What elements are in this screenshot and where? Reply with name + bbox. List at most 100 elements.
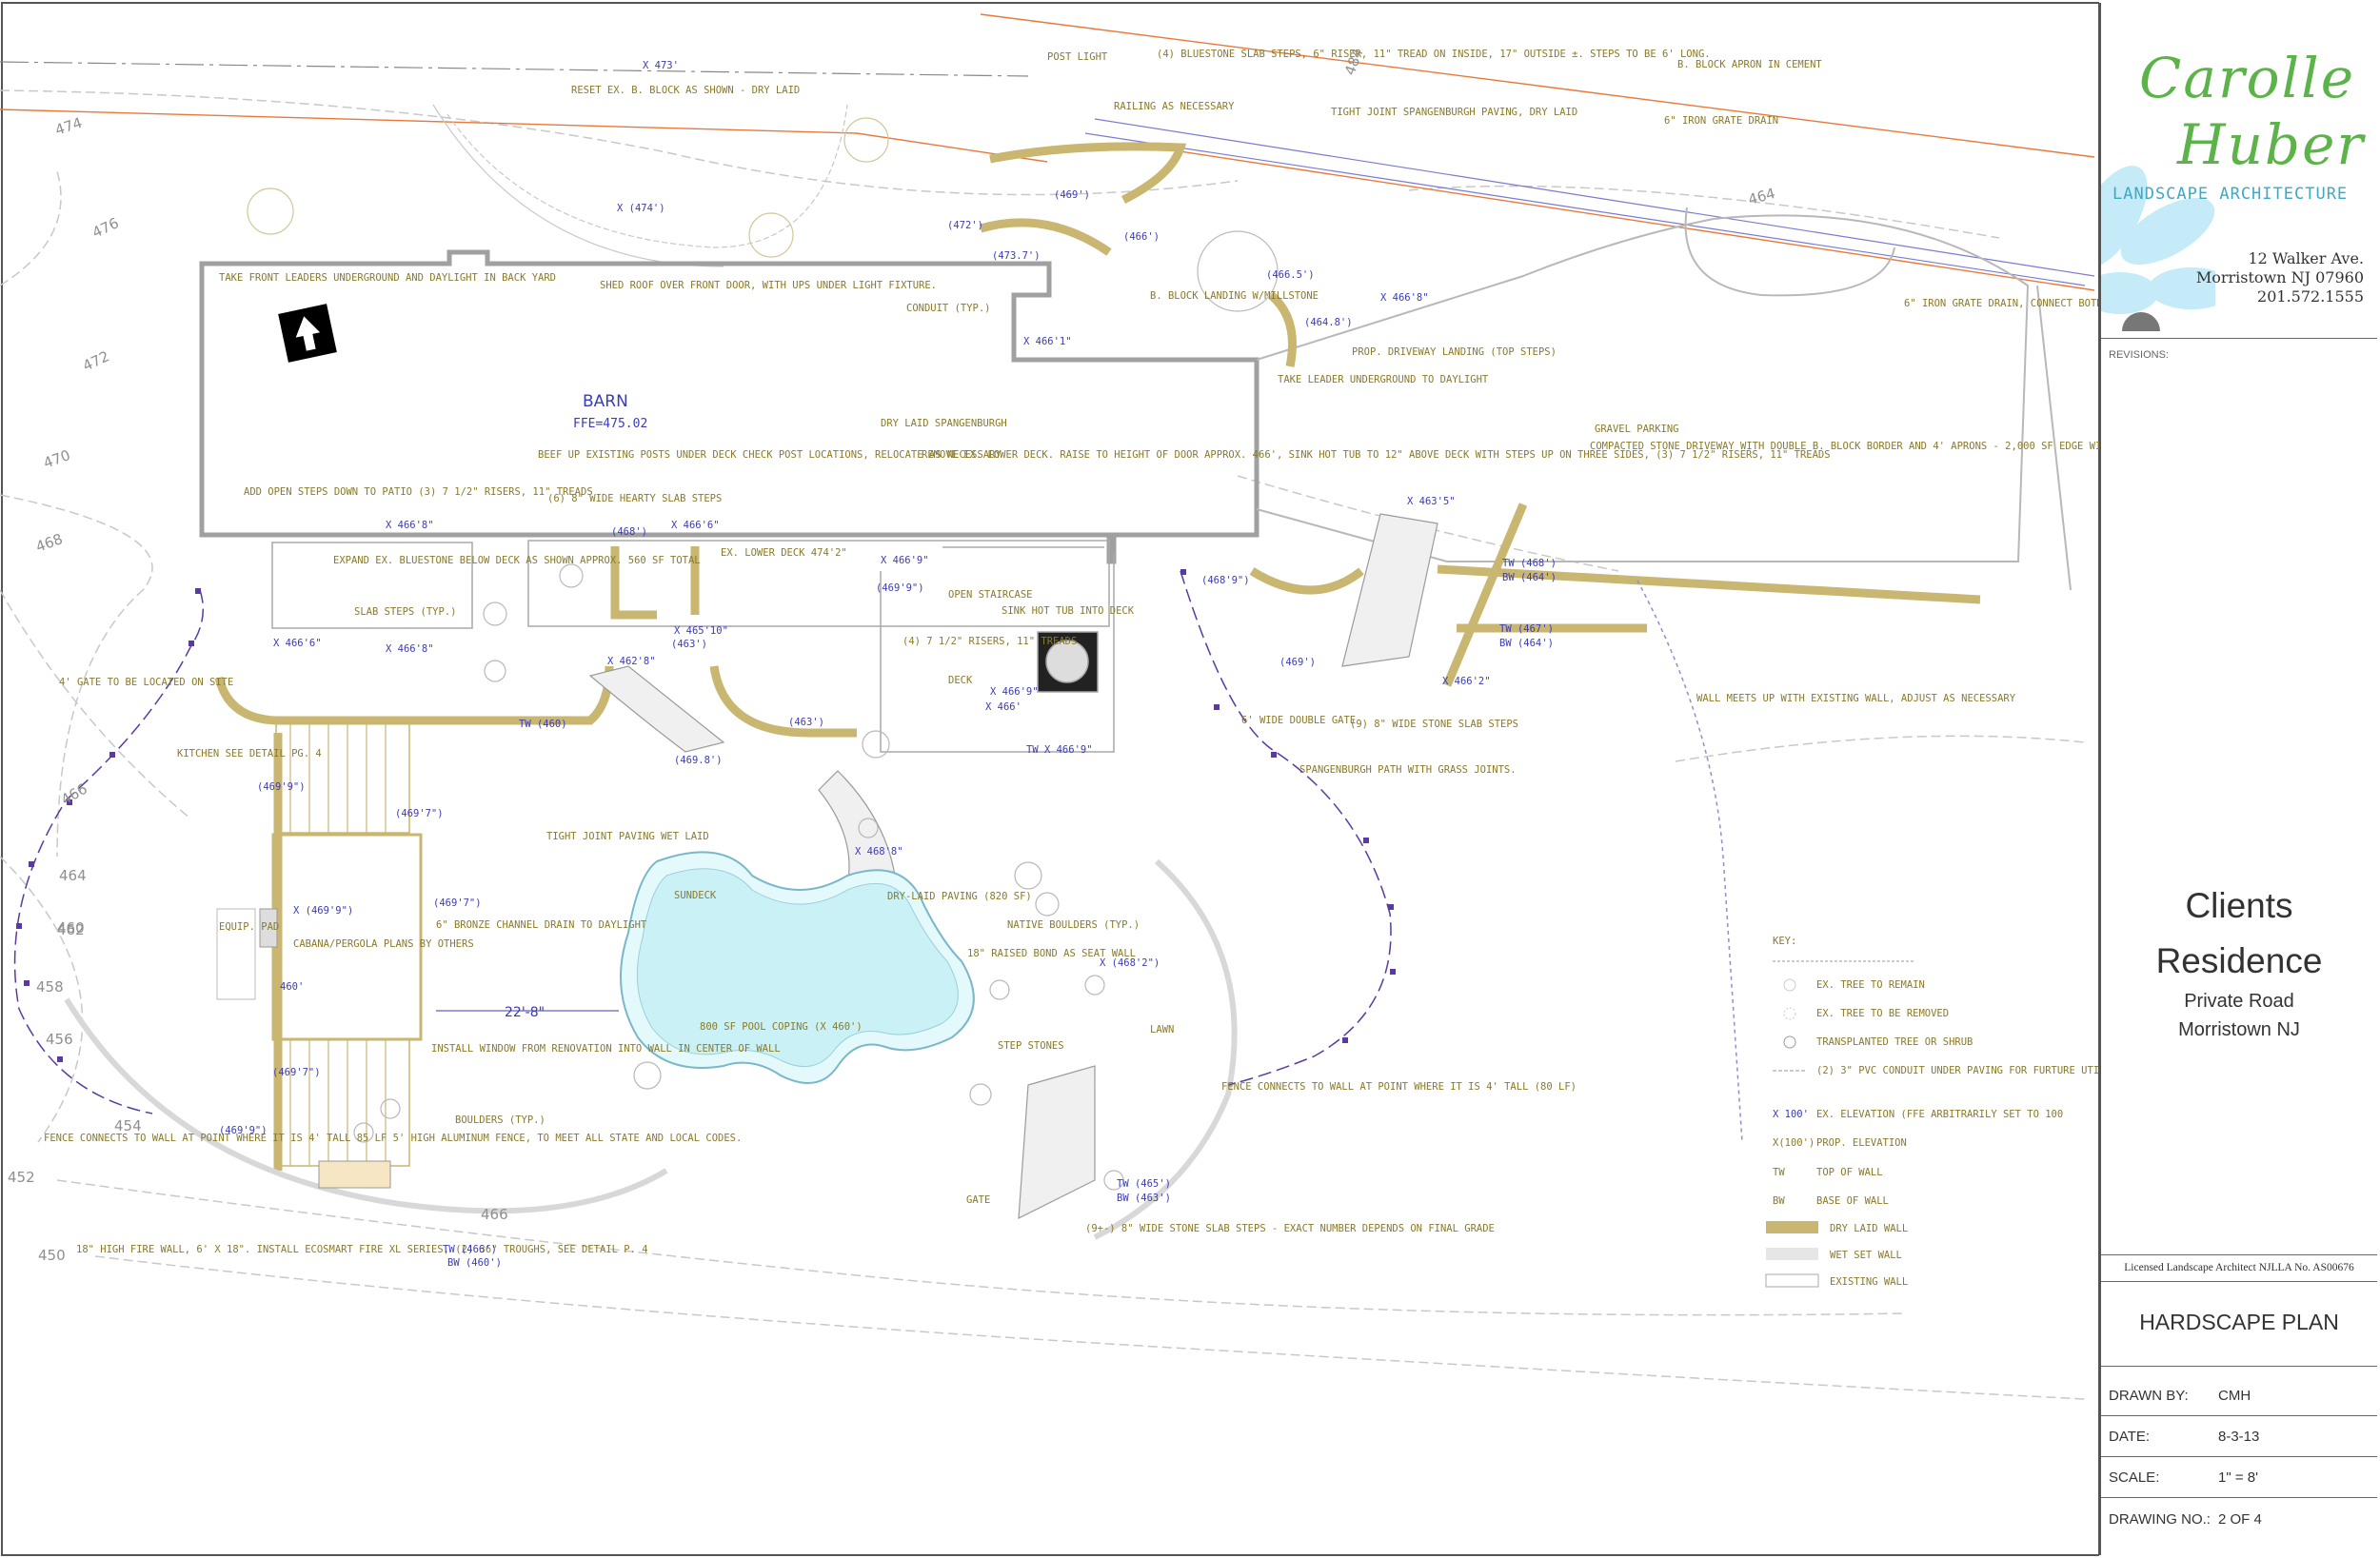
elevation: BW (460') xyxy=(447,1257,502,1269)
drawing-no-label: DRAWING NO.: xyxy=(2109,1511,2211,1528)
logo-subtitle: LANDSCAPE ARCHITECTURE xyxy=(2112,185,2349,204)
note: EQUIP. PAD xyxy=(219,921,279,933)
note: TAKE LEADER UNDERGROUND TO DAYLIGHT xyxy=(1278,374,1489,385)
client-line-1: Clients xyxy=(2185,886,2293,925)
elevation: (468') xyxy=(611,526,647,538)
elevation: (463') xyxy=(671,639,707,650)
existing-wall-swatch xyxy=(1765,1273,1819,1288)
elevation: X 463'5" xyxy=(1407,496,1456,507)
key-symbol: X(100') xyxy=(1773,1137,1815,1149)
note: TIGHT JOINT PAVING WET LAID xyxy=(546,831,709,842)
elevation: (469.8') xyxy=(674,755,723,766)
cabana-pergola xyxy=(216,722,423,1189)
key-item: EX. TREE TO BE REMOVED xyxy=(1816,1008,1949,1019)
tree-remove-icon xyxy=(1783,1007,1796,1020)
elevation: X 466'2" xyxy=(1442,676,1491,687)
elevation: BW (463') xyxy=(1117,1193,1171,1204)
note: 4' GATE TO BE LOCATED ON SITE xyxy=(59,677,233,688)
note: 800 SF POOL COPING (X 460') xyxy=(700,1021,863,1033)
deck-areas xyxy=(271,540,1115,753)
note: (4) 7 1/2" RISERS, 11" TREADS xyxy=(902,636,1077,647)
conduit-line xyxy=(1636,580,1743,1143)
note: SUNDECK xyxy=(674,890,717,901)
elevation: X 466'1" xyxy=(1023,336,1072,347)
drawn-by-value: CMH xyxy=(2218,1388,2251,1404)
plan-key: KEY: EX. TREE TO REMAIN EX. TREE TO BE R… xyxy=(1765,936,2099,1288)
elevation: X 465'10" xyxy=(674,625,728,637)
client-line-3: Private Road xyxy=(2184,991,2294,1012)
contour-label: 458 xyxy=(36,978,64,996)
key-symbol: BW xyxy=(1773,1195,1785,1207)
contour-label: 470 xyxy=(41,446,72,472)
contour-label: 460 xyxy=(57,919,85,937)
drawn-by-label: DRAWN BY: xyxy=(2109,1388,2189,1404)
note: CABANA/PERGOLA PLANS BY OTHERS xyxy=(293,938,474,950)
elevation: (469') xyxy=(1054,189,1090,201)
note: CONDUIT (TYP.) xyxy=(906,303,991,314)
elevation: (469'7") xyxy=(395,808,444,819)
boulders xyxy=(353,563,1124,1191)
elevation: (469') xyxy=(1279,657,1316,668)
note: GATE xyxy=(966,1194,990,1206)
elevation: (466.5') xyxy=(1266,269,1315,281)
elevation: TW X 466'9" xyxy=(1026,744,1093,756)
dry-laid-wall-swatch xyxy=(1766,1221,1818,1233)
elevation: (469'7") xyxy=(272,1067,321,1078)
client-line-4: Morristown NJ xyxy=(2178,1019,2300,1040)
revisions-label: REVISIONS: xyxy=(2109,349,2169,361)
note: EX. LOWER DECK 474'2" xyxy=(721,547,847,559)
note: EXPAND EX. BLUESTONE BELOW DECK AS SHOWN… xyxy=(333,555,701,566)
tree-remain-icon xyxy=(1783,978,1796,992)
fence-lines xyxy=(13,570,1392,1114)
note: TIGHT JOINT SPANGENBURGH PAVING, DRY LAI… xyxy=(1331,107,1577,118)
license-text: Licensed Landscape Architect NJLLA No. A… xyxy=(2124,1262,2354,1273)
note: RESET EX. B. BLOCK AS SHOWN - DRY LAID xyxy=(571,85,800,96)
key-item: EXISTING WALL xyxy=(1830,1276,1908,1288)
elevation: X 466'9" xyxy=(990,686,1039,698)
note: SINK HOT TUB INTO DECK xyxy=(1002,605,1135,617)
barn-outline xyxy=(199,249,1259,564)
logo-flower-icon xyxy=(2101,166,2215,331)
elevation: TW (466') xyxy=(443,1244,497,1255)
barn-label: BARN xyxy=(583,392,628,411)
stone-slab-steps xyxy=(588,513,1438,1220)
contour-lines xyxy=(0,89,2086,1400)
barn-ffe: FFE=475.02 xyxy=(573,417,647,431)
note: TAKE FRONT LEADERS UNDERGROUND AND DAYLI… xyxy=(219,272,556,284)
note: KITCHEN SEE DETAIL PG. 4 xyxy=(177,748,322,759)
note: INSTALL WINDOW FROM RENOVATION INTO WALL… xyxy=(431,1043,781,1055)
elevation: (464.8') xyxy=(1304,317,1353,328)
note: 18" HIGH FIRE WALL, 6' X 18". INSTALL EC… xyxy=(76,1244,648,1255)
elevation: X 466'8" xyxy=(386,643,434,655)
fence-posts xyxy=(16,569,1396,1062)
key-item: BASE OF WALL xyxy=(1816,1195,1889,1207)
address-line-2: Morristown NJ 07960 xyxy=(2195,268,2364,286)
contour-label: 462 xyxy=(57,921,85,938)
contour-label: 456 xyxy=(46,1031,73,1048)
date-value: 8-3-13 xyxy=(2218,1429,2260,1445)
existing-walls xyxy=(64,858,1238,1240)
elevation: X (468'2") xyxy=(1100,957,1160,969)
drawing-no-value: 2 OF 4 xyxy=(2218,1511,2262,1528)
elevation: X 466'8" xyxy=(1380,292,1429,304)
elevation: TW (468') xyxy=(1502,558,1557,569)
note: 6" BRONZE CHANNEL DRAIN TO DAYLIGHT xyxy=(436,919,647,931)
logo-line-2: Huber xyxy=(2177,112,2366,177)
client-line-2: Residence xyxy=(2155,941,2323,980)
elevation-labels: X 473' X (474') (472') (473.7') (466') (… xyxy=(219,60,1557,1269)
note: DECK xyxy=(948,675,973,686)
note: ADD OPEN STEPS DOWN TO PATIO (3) 7 1/2" … xyxy=(244,486,593,498)
key-item: (2) 3" PVC CONDUIT UNDER PAVING FOR FURT… xyxy=(1816,1065,2099,1076)
tree-transplant-icon xyxy=(1783,1035,1796,1049)
logo-line-1: Carolle xyxy=(2139,46,2356,110)
note: (9) 8" WIDE STONE SLAB STEPS xyxy=(1350,719,1518,730)
note: (9+-) 8" WIDE STONE SLAB STEPS - EXACT N… xyxy=(1085,1223,1495,1234)
elevation: X 466'6" xyxy=(273,638,322,649)
note: (6) 8" WIDE HEARTY SLAB STEPS xyxy=(547,493,722,504)
note: B. BLOCK APRON IN CEMENT xyxy=(1677,59,1822,70)
elevation: X 466'8" xyxy=(386,520,434,531)
note: PROP. DRIVEWAY LANDING (TOP STEPS) xyxy=(1352,346,1557,358)
note: RAILING AS NECESSARY xyxy=(1114,101,1235,112)
scale-value: 1" = 8' xyxy=(2218,1469,2258,1486)
contour-label: 450 xyxy=(38,1247,66,1264)
